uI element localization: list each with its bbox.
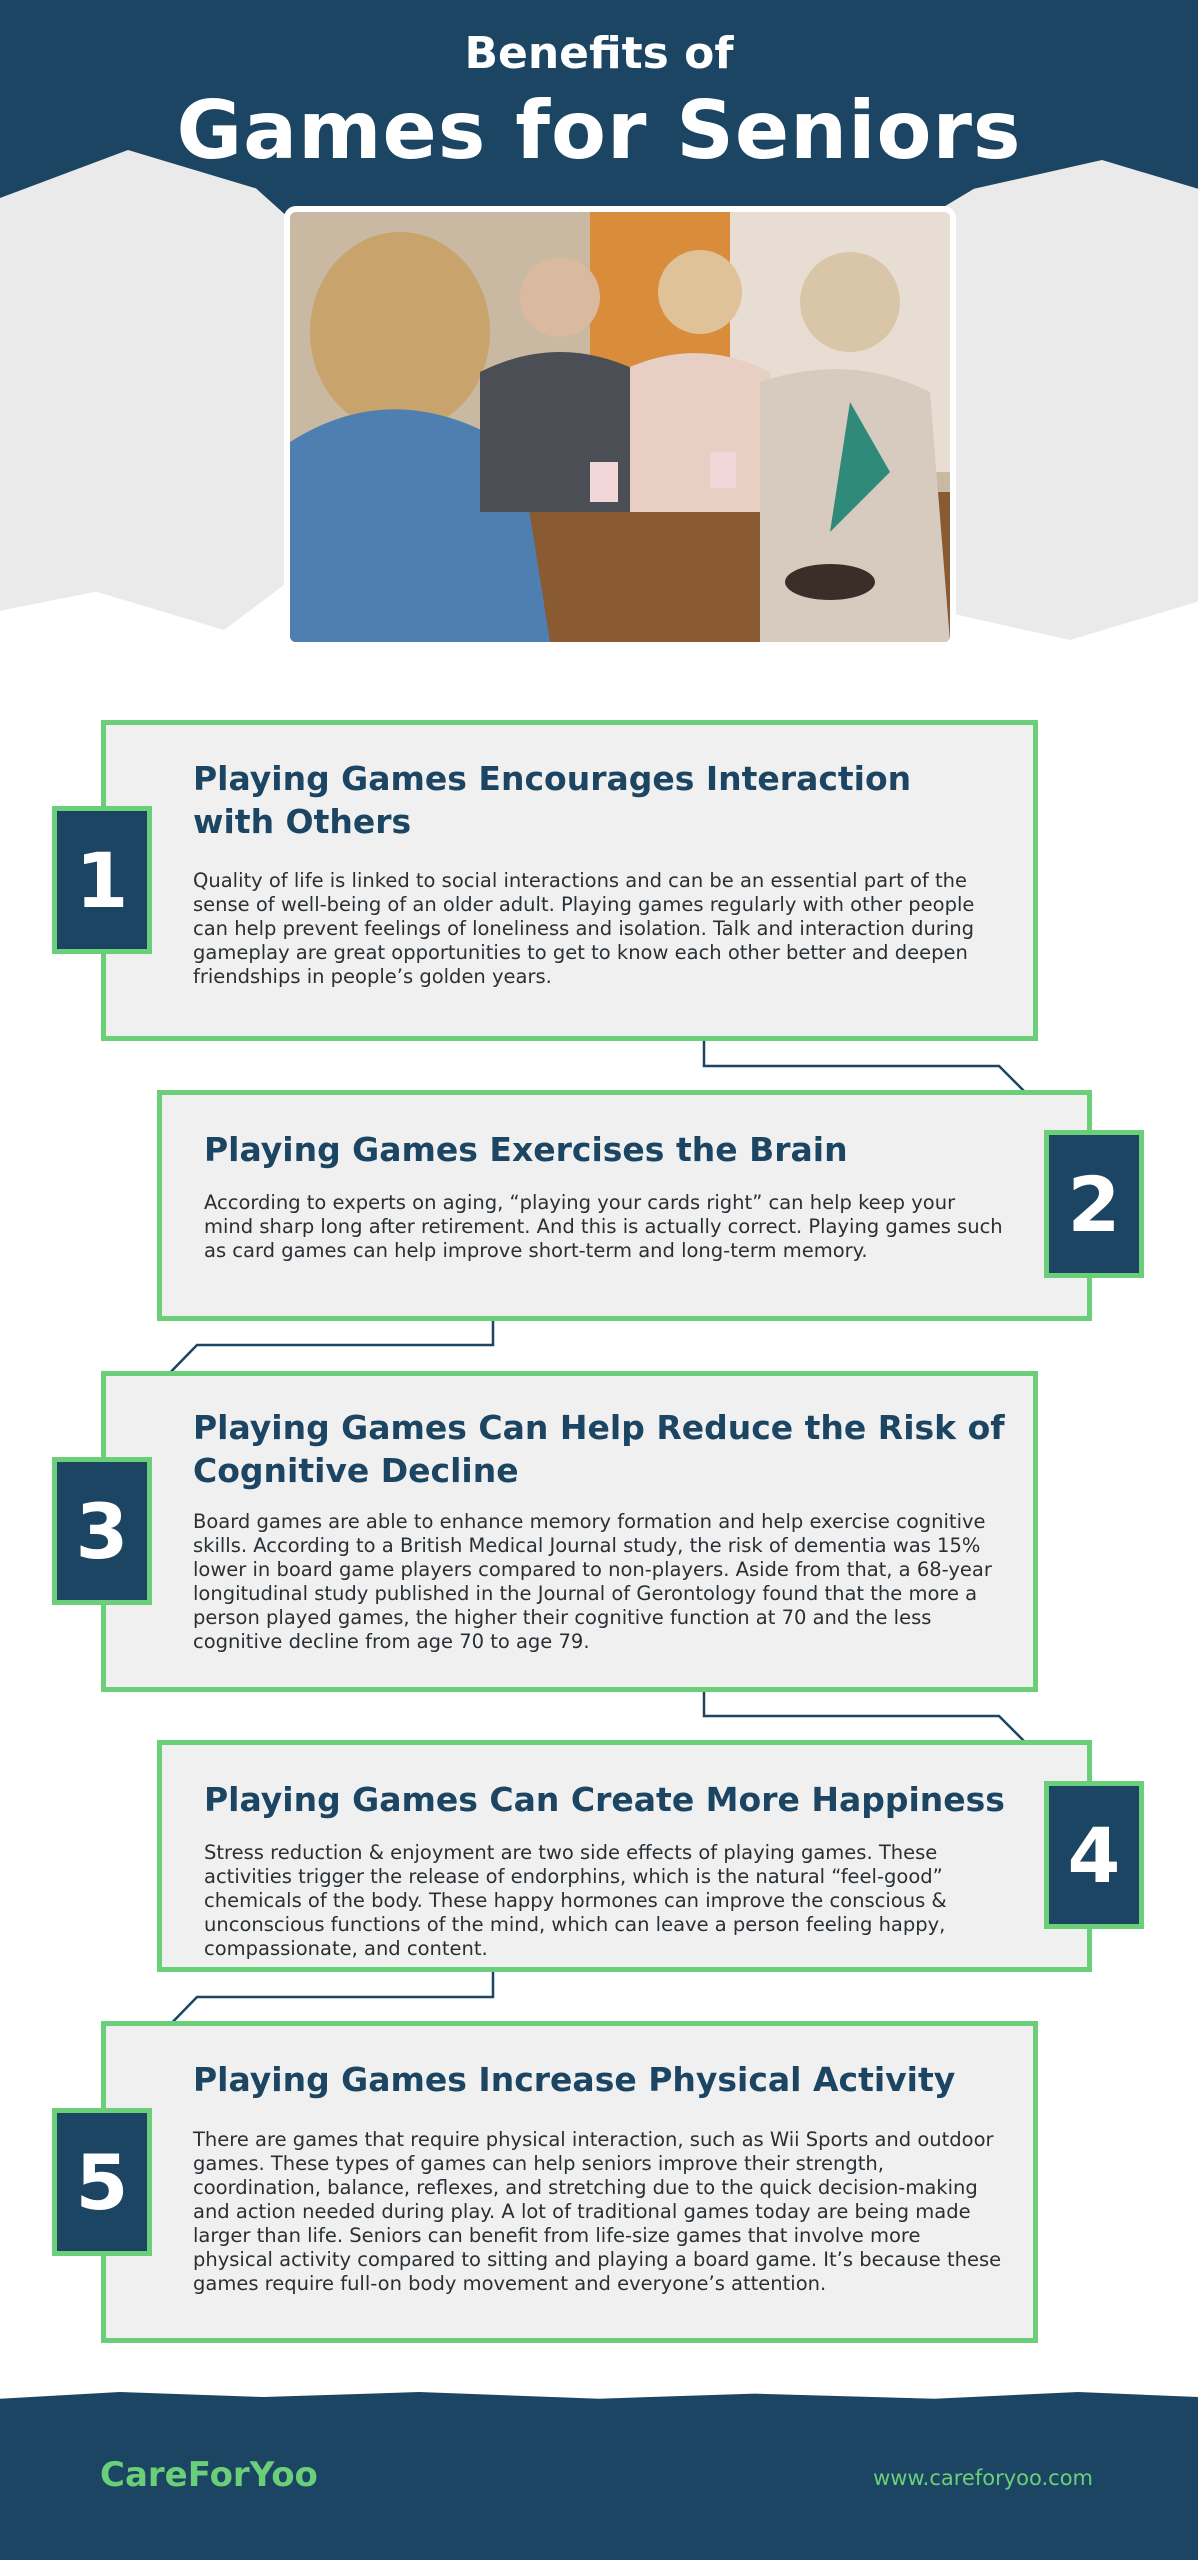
brand-logo[interactable]: CareForYoo xyxy=(100,2455,318,2495)
page-title: Games for Seniors xyxy=(176,84,1022,177)
benefit-title: Playing Games Exercises the Brain xyxy=(204,1130,848,1169)
benefit-body: There are games that require physical in… xyxy=(193,2128,1002,2295)
benefit-title: Playing Games Can Create More Happiness xyxy=(204,1780,1005,1819)
benefit-body: Stress reduction & enjoyment are two sid… xyxy=(204,1841,947,1960)
benefit-title: Playing Games Can Help Reduce the Risk o… xyxy=(193,1408,1005,1490)
benefit-body: Quality of life is linked to social inte… xyxy=(193,869,975,988)
benefit-number-badge: 3 xyxy=(52,1457,152,1605)
header-subtitle: Benefits of xyxy=(464,28,734,79)
benefit-number-badge: 1 xyxy=(52,806,152,954)
benefit-title: Playing Games Increase Physical Activity xyxy=(193,2060,956,2099)
benefit-card-5: Playing Games Increase Physical Activity… xyxy=(101,2021,1038,2343)
benefit-card-1: Playing Games Encourages Interaction wit… xyxy=(101,720,1038,1041)
benefit-card-2: Playing Games Exercises the Brain Accord… xyxy=(157,1090,1092,1321)
hero-photo xyxy=(290,212,950,642)
benefit-number-badge: 2 xyxy=(1044,1130,1144,1278)
benefit-card-3: Playing Games Can Help Reduce the Risk o… xyxy=(101,1371,1038,1692)
benefit-number-badge: 4 xyxy=(1044,1781,1144,1929)
torn-paper-left xyxy=(0,150,320,630)
benefit-number-badge: 5 xyxy=(52,2108,152,2256)
footer-banner xyxy=(0,2392,1198,2560)
benefit-title: Playing Games Encourages Interaction wit… xyxy=(193,759,912,841)
website-link[interactable]: www.careforyoo.com xyxy=(873,2466,1093,2490)
benefit-body: According to experts on aging, “playing … xyxy=(204,1191,1003,1262)
benefit-card-4: Playing Games Can Create More Happiness … xyxy=(157,1740,1092,1972)
photo-seniors-playing-cards-icon xyxy=(290,212,950,642)
benefit-body: Board games are able to enhance memory f… xyxy=(193,1510,992,1653)
